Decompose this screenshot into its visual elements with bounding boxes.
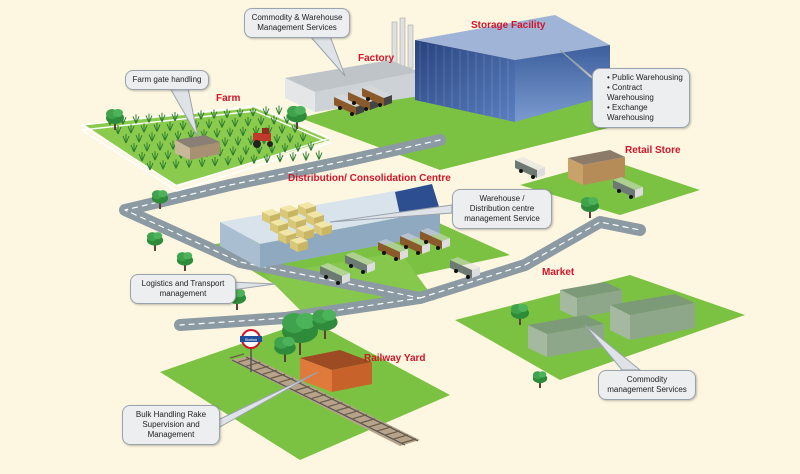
truck-icon [345, 252, 375, 274]
truck-icon [400, 233, 430, 255]
railway-yard-building [300, 350, 372, 392]
railway-track [229, 353, 420, 446]
warehouse-distribution-callout: Warehouse / Distribution centre manageme… [452, 189, 552, 229]
station-sign-icon: Station [240, 329, 262, 372]
retail-store-building [568, 150, 625, 185]
tractor-icon [253, 128, 273, 148]
market-title: Market [542, 267, 575, 278]
truck-icon [450, 257, 480, 279]
farm-gate-callout: Farm gate handling [125, 70, 209, 90]
truck-icon [362, 85, 392, 107]
truck-icon [378, 239, 408, 261]
farm-title: Farm [216, 93, 241, 104]
warehousing-types-callout: Public Warehousing Contract Warehousing … [592, 68, 690, 128]
warehousing-item: Contract Warehousing [607, 83, 683, 103]
truck-icon [420, 228, 450, 250]
factory-title: Factory [358, 53, 395, 64]
truck-icon [320, 263, 350, 285]
distribution-crates [262, 202, 332, 252]
station-sign-label: Station [245, 337, 257, 342]
tree-icon [274, 336, 296, 362]
tree-icon [287, 105, 307, 129]
retail-store-title: Retail Store [625, 145, 681, 156]
distribution-trucks [320, 228, 480, 285]
tree-icon [581, 197, 599, 218]
logistics-callout: Logistics and Transport management [130, 274, 236, 304]
callout-pointers [169, 35, 642, 429]
tree-icon [282, 313, 318, 355]
retail-trucks [515, 157, 643, 199]
tree-icon [532, 371, 548, 388]
commodity-management-callout: Commodity management Services [598, 370, 696, 400]
tree-icon [511, 304, 529, 325]
truck-icon [515, 157, 545, 179]
storage-facility-building [415, 15, 610, 122]
tree-icon [312, 309, 338, 339]
farm-fence [81, 105, 333, 192]
warehousing-item: Public Warehousing [607, 73, 683, 83]
factory-trucks [334, 85, 392, 116]
tree-icon [151, 190, 169, 209]
farm-gate-shed [175, 135, 220, 160]
tree-icon [146, 232, 164, 251]
tree-icon [176, 252, 194, 271]
commodity-warehouse-callout: Commodity & Warehouse Management Service… [244, 8, 350, 38]
market-buildings [528, 282, 695, 357]
storage-facility-title: Storage Facility [471, 20, 546, 31]
truck-icon [613, 177, 643, 199]
retail-grass-plot [520, 160, 700, 215]
warehousing-item: Exchange Warehousing [607, 103, 683, 123]
railway-yard-title: Railway Yard [364, 353, 426, 364]
bulk-handling-callout: Bulk Handling Rake Supervision and Manag… [122, 405, 220, 445]
distribution-centre-title: Distribution/ Consolidation Centre [288, 173, 451, 184]
tree-icon [106, 109, 124, 130]
